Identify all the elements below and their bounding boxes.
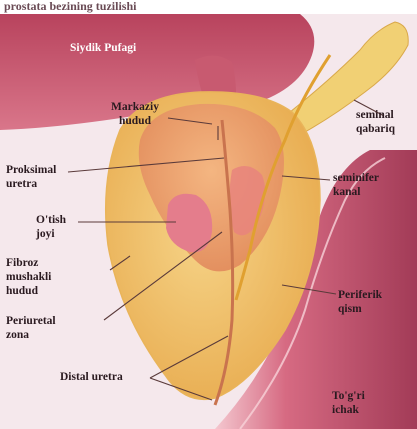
label-fibromuscular-zone: Fibroz mushakli hudud <box>6 256 51 298</box>
label-seminal-vesicle-line2: qabariq <box>356 122 395 136</box>
label-rectum-line1: To'g'ri <box>332 389 365 403</box>
header-fragment: prostata bezining tuzilishi <box>4 0 136 12</box>
label-fibromuscular-zone-line2: mushakli <box>6 270 51 284</box>
label-central-zone-line2: hudud <box>104 114 166 128</box>
label-proximal-urethra-line1: Proksimal <box>6 163 56 177</box>
label-periurethral-zone: Periuretal zona <box>6 314 56 342</box>
label-ejaculatory-duct-line2: kanal <box>333 185 379 199</box>
label-periurethral-zone-line1: Periuretal <box>6 314 56 328</box>
label-bladder: Siydik Pufagi <box>70 41 136 55</box>
label-seminal-vesicle-line1: seminal <box>356 108 395 122</box>
label-proximal-urethra: Proksimal uretra <box>6 163 56 191</box>
label-distal-urethra: Distal uretra <box>60 370 123 384</box>
label-fibromuscular-zone-line3: hudud <box>6 284 51 298</box>
label-peripheral-zone: Periferik qism <box>338 288 382 316</box>
label-transition-zone-line1: O'tish <box>36 213 66 227</box>
label-transition-zone: O'tish joyi <box>36 213 66 241</box>
label-rectum-line2: ichak <box>332 403 365 417</box>
label-rectum: To'g'ri ichak <box>332 389 365 417</box>
label-fibromuscular-zone-line1: Fibroz <box>6 256 51 270</box>
label-ejaculatory-duct-line1: seminifer <box>333 171 379 185</box>
label-peripheral-zone-line1: Periferik <box>338 288 382 302</box>
label-ejaculatory-duct: seminifer kanal <box>333 171 379 199</box>
label-seminal-vesicle: seminal qabariq <box>356 108 395 136</box>
label-periurethral-zone-line2: zona <box>6 328 56 342</box>
label-central-zone-line1: Markaziy <box>104 100 166 114</box>
label-central-zone: Markaziy hudud <box>104 100 166 128</box>
label-peripheral-zone-line2: qism <box>338 302 382 316</box>
label-transition-zone-line2: joyi <box>36 227 66 241</box>
label-proximal-urethra-line2: uretra <box>6 177 56 191</box>
